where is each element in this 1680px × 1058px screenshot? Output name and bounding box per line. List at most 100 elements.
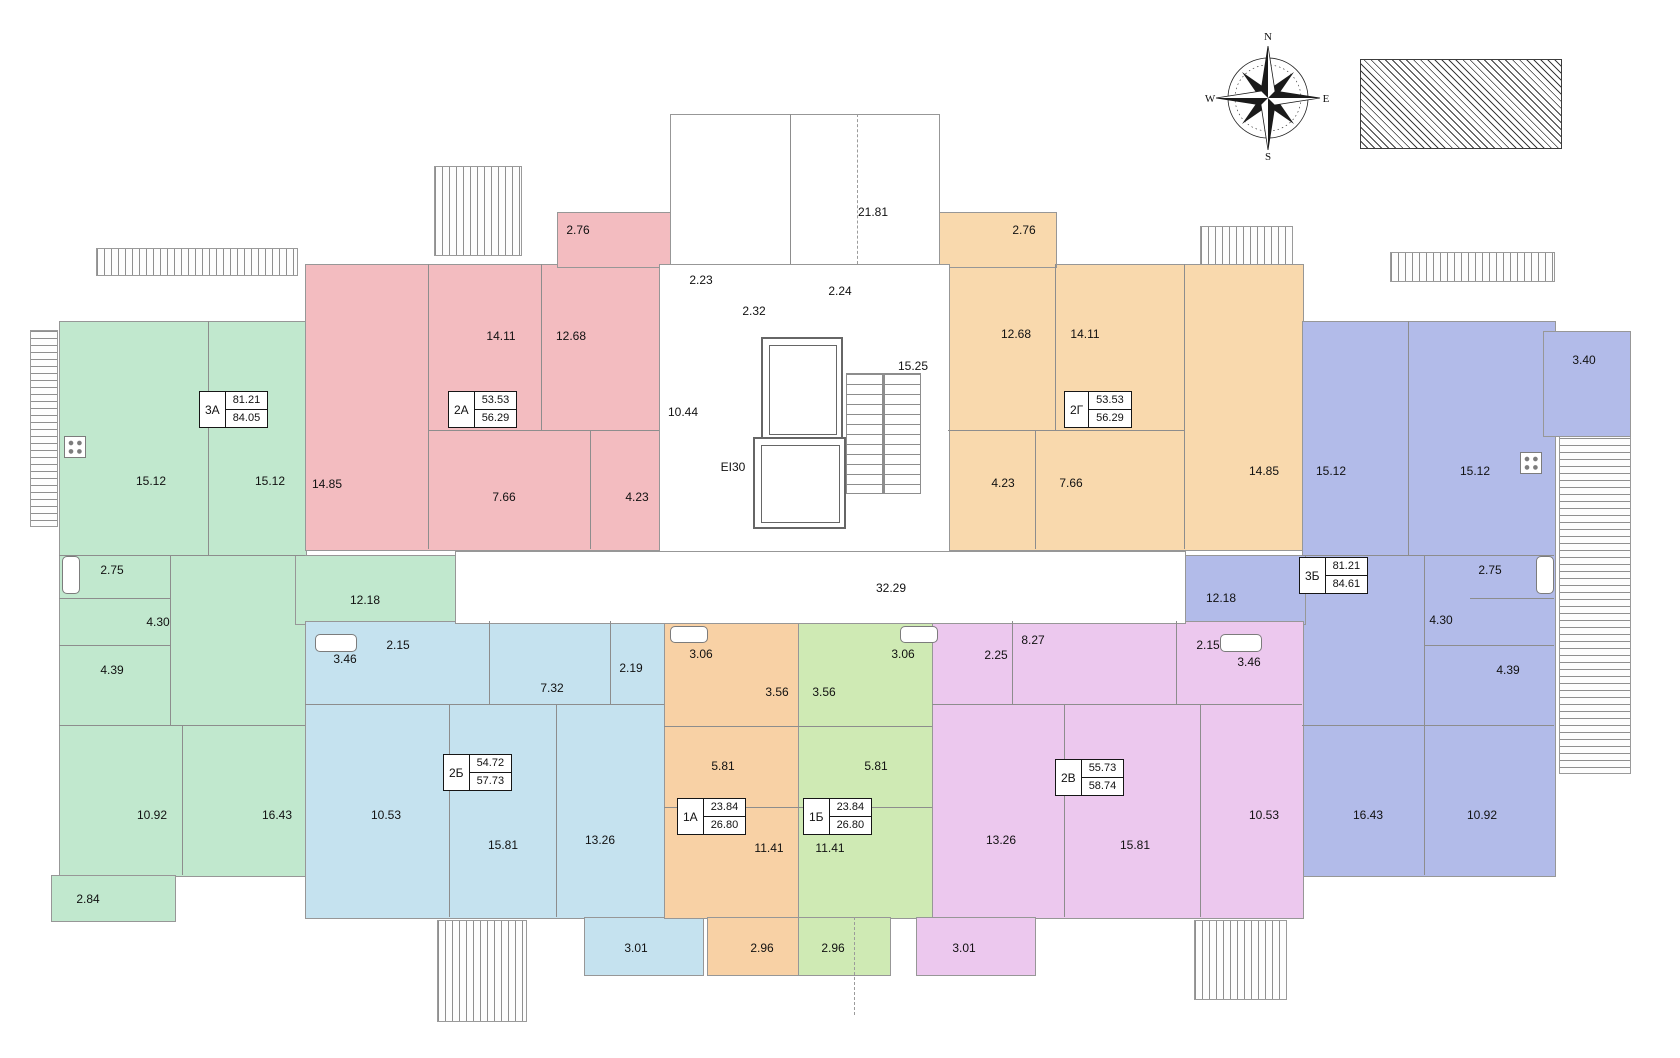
wall (1055, 264, 1056, 430)
wall (208, 321, 209, 555)
wall (1200, 704, 1201, 917)
corridor-area-label: 32.29 (875, 581, 907, 595)
room-area-label: 4.23 (991, 476, 1015, 490)
core-area-label: 2.23 (689, 273, 713, 287)
room-area-label: 10.53 (370, 808, 402, 822)
room-area-label: 10.53 (1248, 808, 1280, 822)
living-area: 53.53 (1089, 392, 1131, 410)
wall (428, 264, 429, 549)
apartment-info-2a[interactable]: 2А 53.53 56.29 (448, 391, 518, 428)
wall (790, 114, 791, 264)
apartment-3b-hall-block[interactable] (1184, 555, 1306, 625)
room-area-label: 14.11 (486, 329, 516, 343)
apartment-info-2g[interactable]: 2Г 53.53 56.29 (1064, 391, 1132, 428)
total-area: 57.73 (476, 775, 505, 787)
elevator-car (761, 445, 840, 523)
living-area: 53.53 (474, 392, 517, 410)
room-area-label: 5.81 (711, 759, 735, 773)
stove-icon (1520, 452, 1542, 474)
living-area: 81.21 (225, 392, 268, 410)
core-area-label: 21.81 (857, 205, 889, 219)
staircase (846, 373, 921, 494)
room-area-label: 10.92 (1466, 808, 1498, 822)
apartment-number: 3А (200, 392, 226, 427)
room-area-label: 14.85 (311, 477, 343, 491)
wall (59, 645, 170, 646)
balcony-area-label: 2.76 (1012, 223, 1036, 237)
apartment-2b-balcony (584, 917, 704, 976)
total-area: 56.29 (1096, 412, 1124, 424)
wall (1012, 621, 1013, 704)
room-area-label: 8.27 (1021, 633, 1045, 647)
wall (1064, 704, 1065, 917)
compass-west-label: W (1205, 93, 1216, 105)
apartment-areas: 81.21 84.05 (225, 392, 268, 427)
apartment-info-2b[interactable]: 2Б 54.72 57.73 (443, 754, 513, 791)
room-area-label: 12.18 (1205, 591, 1237, 605)
apartment-1b-block[interactable] (798, 621, 934, 919)
living-area: 81.21 (1325, 558, 1368, 576)
room-area-label: 5.81 (864, 759, 888, 773)
room-area-label: 4.39 (1496, 663, 1520, 677)
wall (170, 555, 171, 725)
room-area-label: 3.56 (812, 685, 836, 699)
apartment-3b-block[interactable] (1302, 321, 1556, 877)
wall (1302, 725, 1554, 726)
apartment-areas: 81.21 84.61 (1325, 558, 1368, 593)
balcony-railing (434, 166, 522, 256)
wall (1470, 598, 1554, 599)
balcony-railing (1194, 920, 1287, 1000)
apartment-1a-balcony (707, 917, 800, 976)
compass-south-label: S (1265, 151, 1271, 162)
bathtub-icon (670, 626, 708, 643)
balcony-railing (1559, 409, 1631, 774)
room-area-label: 16.43 (261, 808, 293, 822)
room-area-label: 7.66 (492, 490, 516, 504)
living-area: 54.72 (469, 755, 512, 773)
apartment-info-3b[interactable]: 3Б 81.21 84.61 (1299, 557, 1369, 594)
apartment-info-3a[interactable]: 3А 81.21 84.05 (199, 391, 269, 428)
room-area-label: 2.15 (386, 638, 410, 652)
compass-rose-icon: N S W E (1205, 31, 1330, 162)
apartment-3a-balcony (51, 875, 176, 922)
balcony-area-label: 2.96 (821, 941, 845, 955)
balcony-railing (30, 330, 58, 527)
apartment-number: 2Г (1065, 392, 1090, 427)
living-area: 55.73 (1081, 760, 1124, 778)
apartment-info-1a[interactable]: 1А 23.84 26.80 (677, 798, 747, 835)
room-area-label: 7.66 (1059, 476, 1083, 490)
balcony-area-label: 2.84 (76, 892, 100, 906)
room-area-label: 14.85 (1248, 464, 1280, 478)
bathtub-icon (315, 634, 357, 652)
apartment-2g-balcony (937, 212, 1057, 268)
apartment-3a-hall-block[interactable] (295, 555, 457, 625)
apartment-areas: 23.84 26.80 (703, 799, 746, 834)
elevator-car (769, 345, 837, 435)
room-area-label: 2.25 (984, 648, 1008, 662)
living-area: 23.84 (703, 799, 746, 817)
room-area-label: 2.75 (1478, 563, 1502, 577)
room-area-label: 13.26 (584, 833, 616, 847)
room-area-label: 4.39 (100, 663, 124, 677)
apartment-info-2v[interactable]: 2В 55.73 58.74 (1055, 759, 1125, 796)
apartment-3a-block[interactable] (59, 321, 307, 877)
wall (59, 555, 305, 556)
room-area-label: 10.92 (136, 808, 168, 822)
wall (305, 704, 664, 705)
room-area-label: 13.26 (985, 833, 1017, 847)
room-area-label: 2.75 (100, 563, 124, 577)
wall (1408, 321, 1409, 555)
room-area-label: 3.46 (333, 652, 357, 666)
apartment-1a-block[interactable] (664, 621, 800, 919)
wall (1176, 621, 1177, 704)
total-area: 56.29 (481, 412, 510, 424)
bathtub-icon (900, 626, 938, 643)
wall (556, 704, 557, 917)
room-area-label: 15.81 (487, 838, 519, 852)
apartment-info-1b[interactable]: 1Б 23.84 26.80 (803, 798, 873, 835)
wall (428, 430, 659, 431)
wall (1302, 555, 1554, 556)
room-area-label: 15.12 (1459, 464, 1491, 478)
common-corridor (455, 551, 1186, 624)
